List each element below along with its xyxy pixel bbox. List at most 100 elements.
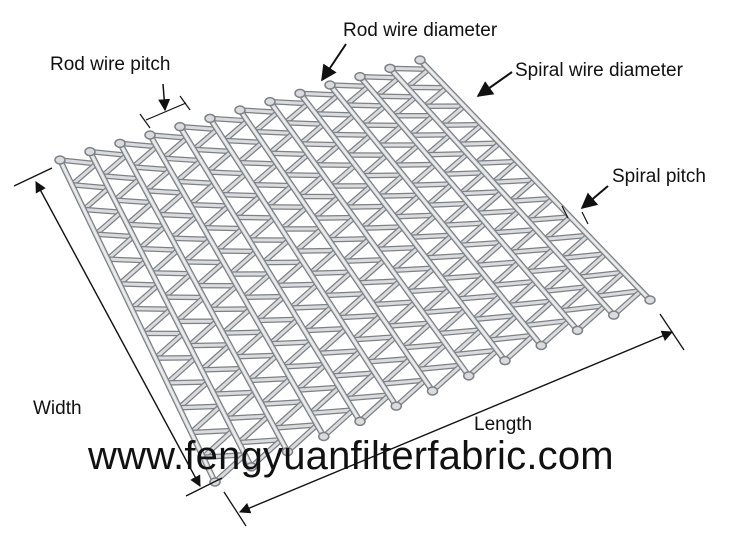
spiral-wire-segment-fill: [221, 330, 266, 335]
spiral-wire-segment-fill: [358, 75, 401, 80]
spiral-wire-segment-fill: [375, 225, 404, 251]
spiral-wire-segment-fill: [100, 174, 141, 181]
rod-wire-highlight: [419, 59, 651, 301]
dimension-annotations: [13, 43, 685, 527]
spiral-wire-segment-fill: [255, 295, 286, 323]
spiral-wire-segment-fill: [150, 271, 193, 276]
spiral-wire-segment-fill: [426, 182, 454, 207]
spiral-wire-segment-fill: [523, 299, 554, 327]
spiral-wire-segment-fill: [371, 279, 402, 307]
spiral-wire-segment-fill: [406, 287, 452, 293]
spiral-wire-segment-fill: [458, 241, 504, 247]
spiral-wire-segment-fill: [457, 141, 502, 146]
spiral-wire-segment-fill: [299, 122, 326, 146]
spiral-wire-segment-fill: [329, 163, 357, 188]
spiral-wire-segment-fill: [471, 313, 519, 322]
length-dimension-arrow: [238, 330, 674, 514]
rod-wire-end: [324, 80, 336, 90]
spiral-wire-segment-fill: [375, 76, 401, 98]
rod-wire-end: [644, 295, 656, 305]
spiral-wire-segment-fill: [58, 158, 98, 166]
spiral-wire-segment-fill: [523, 319, 571, 327]
spiral-wire-segment-fill: [283, 102, 310, 125]
spiral-wire-segment-fill: [408, 213, 438, 239]
spiral-wire-segment-fill: [442, 221, 487, 227]
spiral-wire-segment-fill: [440, 273, 486, 280]
spiral-wire-segment-fill: [542, 285, 590, 293]
spiral-wire-segment-fill: [474, 241, 504, 267]
spiral-wire-segment-fill: [201, 453, 247, 459]
spiral-wire-segment-fill: [491, 260, 521, 287]
rod-wire-pitch-tick-left: [139, 113, 151, 129]
spiral-wire-segment-fill: [261, 238, 291, 265]
spiral-wire-segment-fill: [177, 404, 222, 410]
spiral-wire-segment-fill: [344, 84, 370, 107]
spiral-wire-segment-fill: [233, 194, 262, 219]
rod-wire-end: [608, 310, 620, 320]
rod-wire-end: [390, 401, 402, 411]
rod-wire-end: [264, 96, 276, 107]
spiral-wire-segment-fill: [458, 221, 487, 247]
spiral-wire-segment-fill: [268, 131, 295, 155]
width-label: Width: [33, 398, 82, 419]
spiral-wire-segment-fill: [144, 168, 172, 193]
spiral-wire-segment-fill: [595, 289, 643, 298]
spiral-wire-segment-fill: [442, 202, 471, 227]
spiral-wire-segment-fill: [390, 246, 420, 272]
spiral-wire-segment-fill: [458, 171, 487, 196]
spiral-wire-segment-fill: [106, 257, 148, 263]
spiral-wire-segment-fill: [525, 266, 573, 274]
spiral-wire-segment-fill: [282, 152, 310, 177]
spiral-wire-segment-fill: [192, 127, 219, 151]
spiral-wire-segment-fill: [457, 123, 484, 146]
spiral-wire-segment-fill: [543, 233, 590, 241]
spiral-wire-segment-fill: [337, 313, 383, 320]
spiral-wire-segment-fill: [228, 249, 258, 276]
spiral-wire-segment-fill: [178, 125, 219, 131]
spiral-wire-segment-fill: [491, 178, 537, 184]
rod-wire-end: [414, 55, 426, 65]
spiral-wire-segment-fill: [406, 266, 436, 293]
spiral-wire-segment-fill: [507, 299, 554, 307]
spiral-wire-segment-fill: [559, 285, 590, 313]
spiral-wire-segment-fill: [377, 193, 421, 198]
spiral-wire-segment-fill: [201, 204, 230, 230]
spiral-wire-segment-fill: [177, 380, 210, 410]
spiral-wire-segment-fill: [386, 300, 417, 328]
spiral-wire-segment-fill: [405, 67, 431, 89]
spiral-wire-segment-fill: [409, 162, 437, 187]
spiral-wire-segment-fill: [212, 390, 257, 396]
spiral-wire-segment-fill: [188, 181, 217, 207]
rod-wire-pitch-dim: [145, 102, 187, 121]
spiral-wire-segment-fill: [377, 123, 404, 147]
spiral-wire-segment-fill: [375, 94, 418, 99]
width-extension-bottom: [185, 477, 223, 497]
rod-wire-end: [384, 63, 396, 74]
spiral-wire-segment-fill: [426, 202, 471, 207]
spiral-wire-segment-fill: [471, 293, 503, 322]
rod-wire-highlight: [329, 84, 542, 346]
spiral-wire-segment-fill: [268, 100, 310, 106]
spiral-wire-segment-fill: [330, 113, 356, 136]
spiral-wire-segment-fill: [208, 116, 249, 123]
spiral-wire-segment-fill: [130, 307, 173, 311]
spiral-wire-segment-fill: [577, 270, 625, 279]
spiral-wire-segment-fill: [237, 140, 264, 165]
spiral-wire-segment-fill: [337, 292, 368, 320]
spiral-wire-segment-fill: [200, 367, 244, 372]
spiral-wire-segment-fill: [94, 210, 123, 236]
spiral-wire-segment-fill: [201, 428, 235, 459]
spiral-wire-segment-fill: [356, 279, 402, 285]
spiral-wire-segment-fill: [344, 184, 373, 209]
spiral-wire-segment-fill: [475, 190, 504, 215]
spiral-wire-segment-fill: [165, 356, 197, 385]
spiral-wire-segment-fill: [100, 153, 128, 178]
spiral-wire-segment-fill: [282, 173, 326, 177]
spiral-pitch-tick-right: [581, 211, 589, 225]
spiral-wire-segment-fill: [386, 321, 433, 328]
spiral-wire-segment-fill: [253, 110, 280, 134]
spiral-wire-segment-fill: [170, 236, 212, 241]
rod-wire-end: [426, 386, 439, 396]
spiral-wire-segment-fill: [421, 307, 468, 315]
